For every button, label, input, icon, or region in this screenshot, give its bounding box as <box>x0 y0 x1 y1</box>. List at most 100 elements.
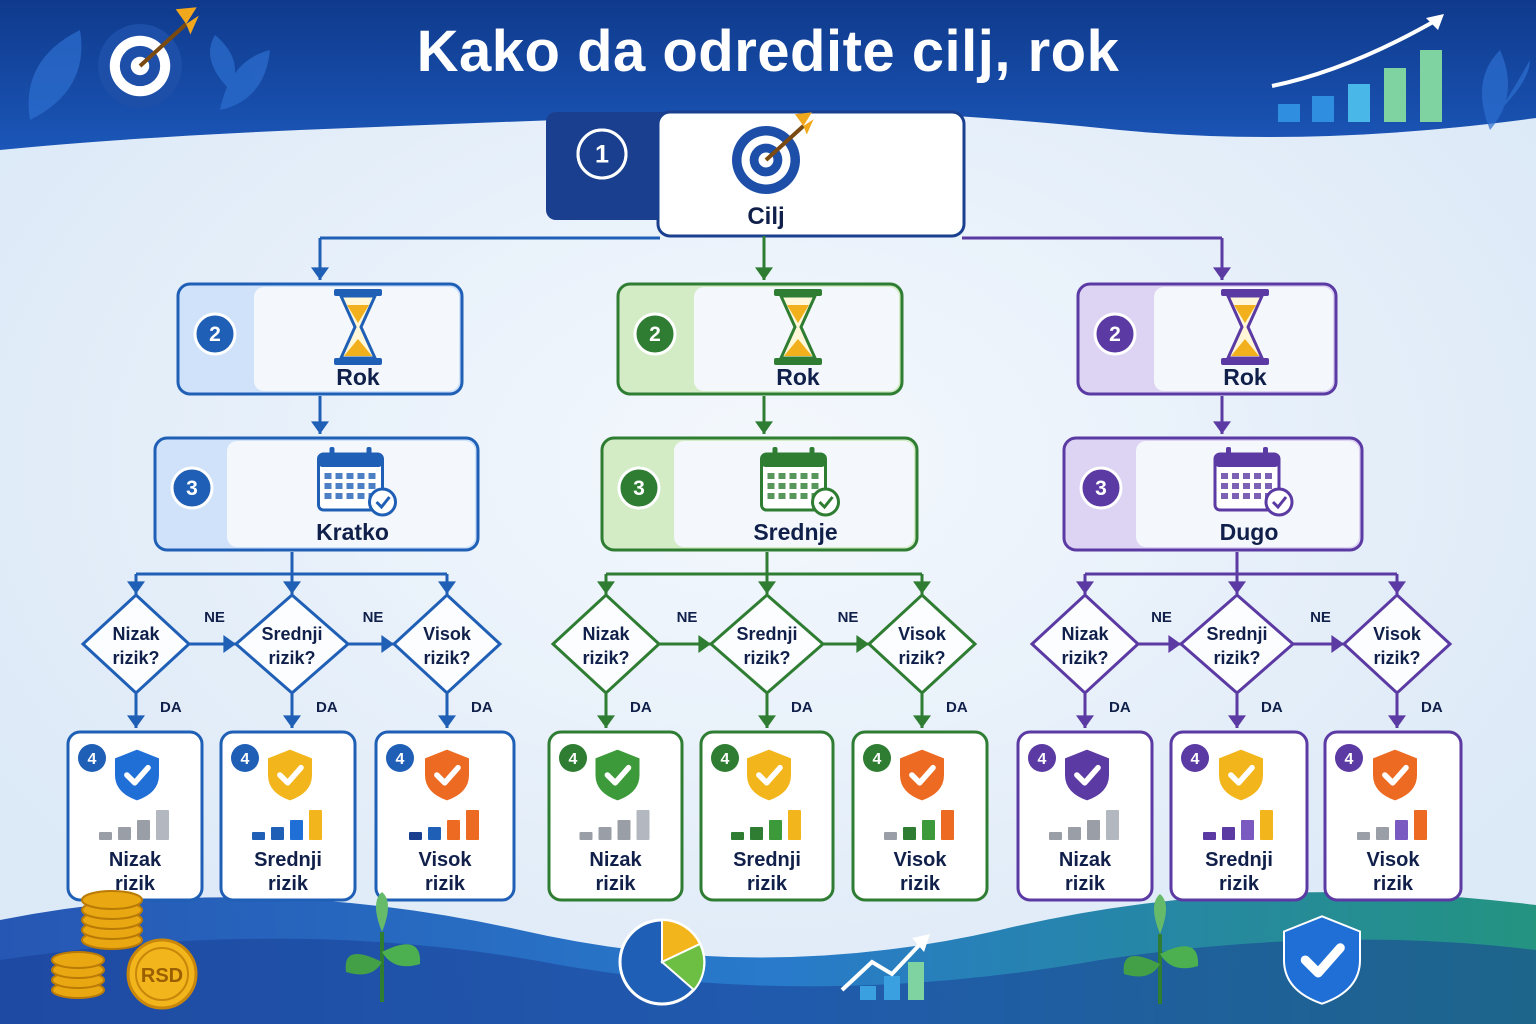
arrow-head <box>283 581 301 594</box>
arrow-head <box>755 267 773 280</box>
yes-label: DA <box>1421 699 1443 716</box>
shield-check-icon <box>745 747 793 803</box>
result-label: Visok <box>1367 849 1421 871</box>
decision-diamond <box>866 592 978 696</box>
step-number-badge <box>231 744 259 772</box>
decision-label: Visok <box>1373 624 1422 644</box>
decision-diamond <box>1178 593 1296 695</box>
shield-icon <box>1283 915 1361 1005</box>
page-title: Kako da odredite cilj, rok <box>416 19 1120 84</box>
step-number-badge <box>170 466 214 510</box>
arrow-head <box>1228 715 1246 728</box>
step-number: 4 <box>241 751 250 768</box>
decision-label: rizik? <box>1213 648 1260 668</box>
arrow-head <box>1213 421 1231 434</box>
step-number-badge <box>863 744 891 772</box>
no-label: NE <box>204 609 225 626</box>
plant-icon <box>345 892 421 1002</box>
result-card <box>851 730 989 902</box>
result-card <box>374 730 516 902</box>
result-label: Nizak <box>109 849 162 871</box>
hourglass-icon <box>774 289 822 365</box>
decision-diamond <box>233 593 351 695</box>
growth-chart-icon <box>1271 14 1444 122</box>
result-label: Nizak <box>1059 849 1112 871</box>
arrow-head <box>1076 715 1094 728</box>
risk-level-bars-icon <box>1203 810 1273 840</box>
step-number: 4 <box>1038 751 1047 768</box>
result-label: rizik <box>1065 873 1106 895</box>
step-number: 3 <box>1095 477 1107 500</box>
step-number-badge <box>711 744 739 772</box>
decision-label: rizik? <box>898 648 945 668</box>
shield-check-icon <box>1371 747 1419 803</box>
shield-check-icon <box>593 747 642 803</box>
branch-blue: 2Rok3KratkoNizakrizik?DANESrednjirizik?D… <box>66 282 516 902</box>
step-label: Rok <box>1223 364 1267 390</box>
decision-diamond <box>80 592 192 696</box>
arrow-head <box>597 581 615 594</box>
step-label: Kratko <box>316 519 389 545</box>
arrow-head <box>1388 715 1406 728</box>
decision-label: Nizak <box>582 624 630 644</box>
step-number: 4 <box>721 751 730 768</box>
decision-diamond <box>1029 592 1141 696</box>
plant-icon <box>1123 894 1199 1004</box>
step-card <box>656 110 966 238</box>
step-number: 4 <box>873 751 882 768</box>
yes-label: DA <box>946 699 968 716</box>
step-label: Cilj <box>747 203 784 230</box>
no-label: NE <box>363 609 384 626</box>
arrow-head <box>381 635 394 653</box>
shield-check-icon <box>1063 747 1111 803</box>
result-label: rizik <box>1219 873 1260 895</box>
yes-label: DA <box>1109 699 1131 716</box>
decision-diamond <box>550 592 662 696</box>
calendar-check-icon <box>760 447 840 517</box>
arrow-head <box>856 635 869 653</box>
risk-level-bars-icon <box>579 810 650 840</box>
result-card <box>699 730 835 902</box>
risk-level-bars-icon <box>409 810 479 840</box>
risk-level-bars-icon <box>731 810 801 840</box>
yes-label: DA <box>791 699 813 716</box>
decision-label: Srednji <box>736 624 797 644</box>
step-label: Srednje <box>753 519 837 545</box>
result-label: Srednji <box>1205 849 1273 871</box>
step-number: 4 <box>1345 751 1354 768</box>
result-label: Visok <box>419 849 473 871</box>
arrow-head <box>1228 581 1246 594</box>
step-number: 2 <box>1109 323 1121 346</box>
shield-check-icon <box>113 747 161 803</box>
arrow-head <box>1388 581 1406 594</box>
result-label: rizik <box>747 873 788 895</box>
no-label: NE <box>838 609 859 626</box>
arrow-head <box>1331 635 1344 653</box>
arrow-head <box>223 635 236 653</box>
step-number-badge <box>386 744 414 772</box>
shield-check-icon <box>898 747 946 803</box>
step-number-badge <box>1181 744 1209 772</box>
no-label: NE <box>677 609 698 626</box>
result-label: Nizak <box>589 849 642 871</box>
result-label: Srednji <box>254 849 322 871</box>
arrow-head <box>1076 581 1094 594</box>
arrow-head <box>438 715 456 728</box>
arrow-head <box>311 267 329 280</box>
arrow-head <box>913 581 931 594</box>
no-label: NE <box>1151 609 1172 626</box>
risk-level-bars-icon <box>1357 810 1427 840</box>
risk-level-bars-icon <box>99 810 169 840</box>
yes-label: DA <box>1261 699 1283 716</box>
result-label: Visok <box>894 849 948 871</box>
branch-green: 2Rok3SrednjeNizakrizik?DANESrednjirizik?… <box>547 282 989 902</box>
step-number-badge <box>1335 744 1363 772</box>
calendar-check-icon <box>1213 447 1294 517</box>
coin-label: RSD <box>141 965 183 987</box>
